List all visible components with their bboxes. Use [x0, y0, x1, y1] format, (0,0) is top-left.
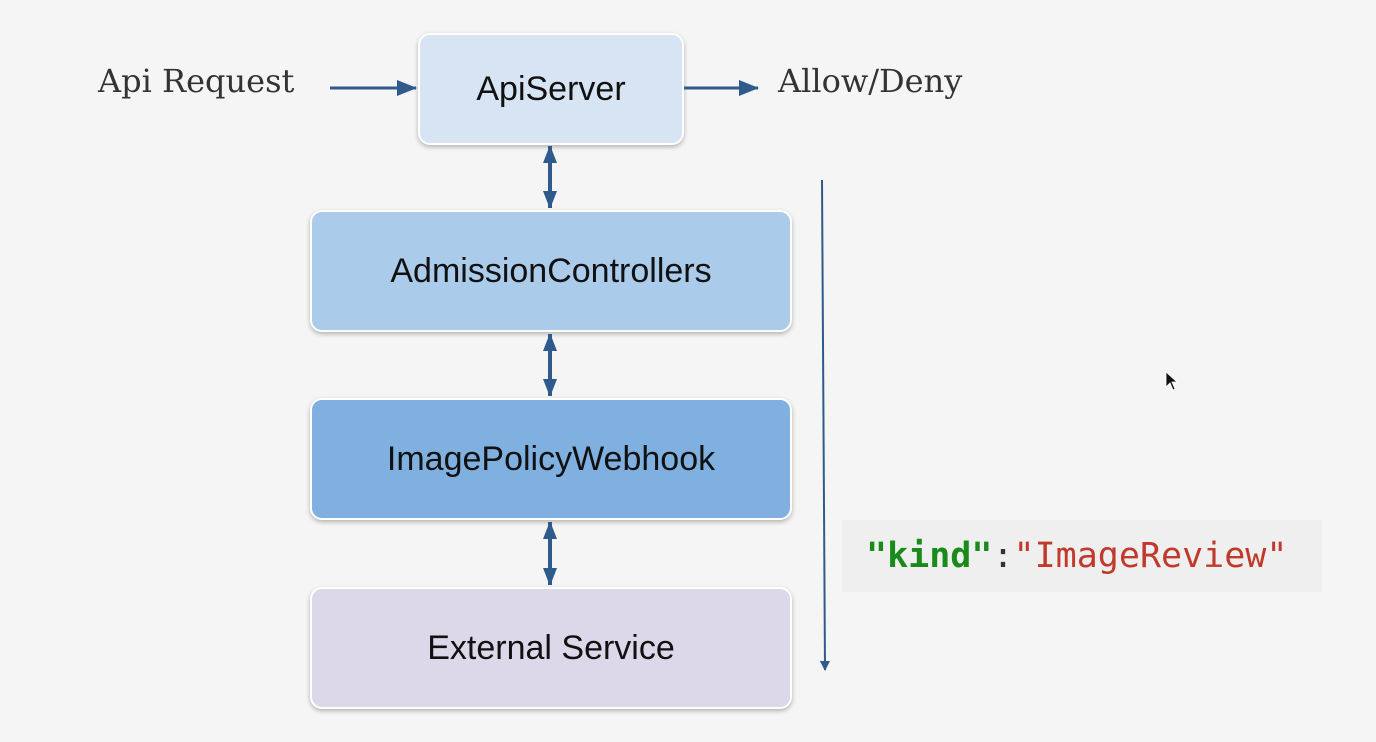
flow-down-arrow	[819, 179, 830, 671]
image-review-snippet: "kind":"ImageReview"	[842, 520, 1322, 592]
allow-deny-label: Allow/Deny	[778, 62, 963, 100]
admission-controllers-box: AdmissionControllers	[310, 210, 792, 332]
mouse-cursor-icon	[1165, 371, 1179, 391]
code-value: "ImageReview"	[1013, 536, 1288, 576]
image-policy-webhook-box: ImagePolicyWebhook	[310, 398, 792, 520]
apiserver-label: ApiServer	[476, 69, 626, 108]
external-service-box: External Service	[310, 587, 792, 709]
admission-controllers-label: AdmissionControllers	[390, 251, 712, 290]
api-request-label: Api Request	[98, 62, 295, 100]
external-service-label: External Service	[427, 628, 675, 667]
code-separator: :	[992, 536, 1014, 576]
apiserver-box: ApiServer	[418, 33, 684, 145]
code-key: "kind"	[866, 536, 993, 576]
image-policy-webhook-label: ImagePolicyWebhook	[386, 439, 716, 478]
